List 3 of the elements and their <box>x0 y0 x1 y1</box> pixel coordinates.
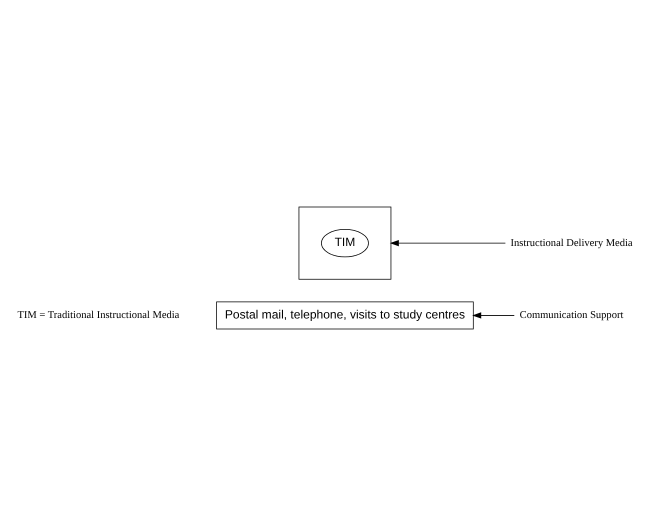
node-text: Instructional Delivery Media <box>510 237 633 248</box>
node-text: Communication Support <box>520 310 624 321</box>
label: TIM = Traditional Instructional Media <box>17 310 180 321</box>
